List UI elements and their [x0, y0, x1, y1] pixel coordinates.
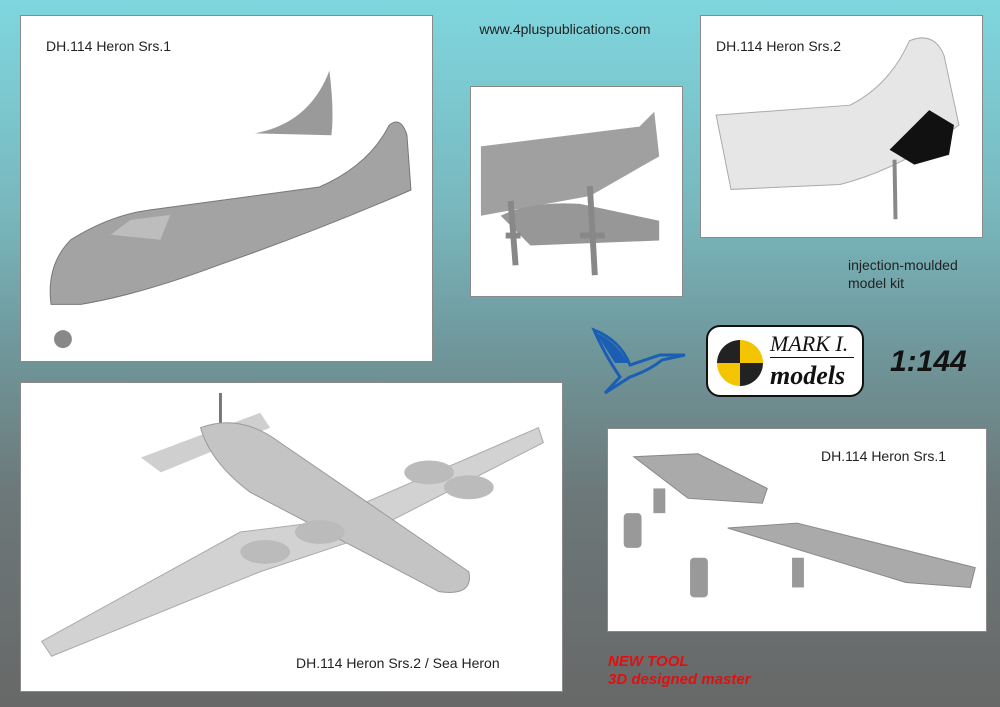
- logo-line1: MARK I.: [770, 331, 854, 358]
- kit-type-text: injection-moulded model kit: [848, 256, 958, 292]
- mark-i-models-logo: MARK I. models: [706, 325, 864, 397]
- heron-bird-logo-icon: [591, 327, 686, 395]
- panel-srs2-tail: DH.114 Heron Srs.2: [700, 15, 983, 238]
- roundel-icon: [717, 340, 763, 386]
- wings-render: [623, 453, 976, 598]
- engines-render: [480, 111, 660, 276]
- kit-type-line: model kit: [848, 275, 905, 291]
- panel-label: DH.114 Heron Srs.1: [46, 38, 172, 54]
- panel-label: DH.114 Heron Srs.1: [821, 448, 947, 464]
- fuselage-render: [49, 70, 412, 349]
- panel-srs2-sea-heron: DH.114 Heron Srs.2 / Sea Heron: [20, 382, 563, 692]
- panel-label: DH.114 Heron Srs.2 / Sea Heron: [296, 655, 500, 671]
- promo-line: NEW TOOL: [608, 653, 689, 670]
- panel-srs1-wings: DH.114 Heron Srs.1: [607, 428, 987, 632]
- new-tool-text: NEW TOOL 3D designed master: [608, 653, 751, 689]
- scale-label: 1:144: [890, 345, 967, 378]
- panel-label: DH.114 Heron Srs.2: [716, 38, 842, 54]
- logo-line2: models: [770, 361, 846, 390]
- full-aircraft-render: [40, 392, 544, 657]
- promo-line: 3D designed master: [608, 671, 751, 688]
- panel-engines-detail: [470, 86, 683, 297]
- tail-render: [715, 37, 960, 220]
- website-url[interactable]: www.4pluspublications.com: [479, 21, 651, 37]
- kit-type-line: injection-moulded: [848, 257, 958, 273]
- panel-srs1-fuselage: DH.114 Heron Srs.1: [20, 15, 433, 362]
